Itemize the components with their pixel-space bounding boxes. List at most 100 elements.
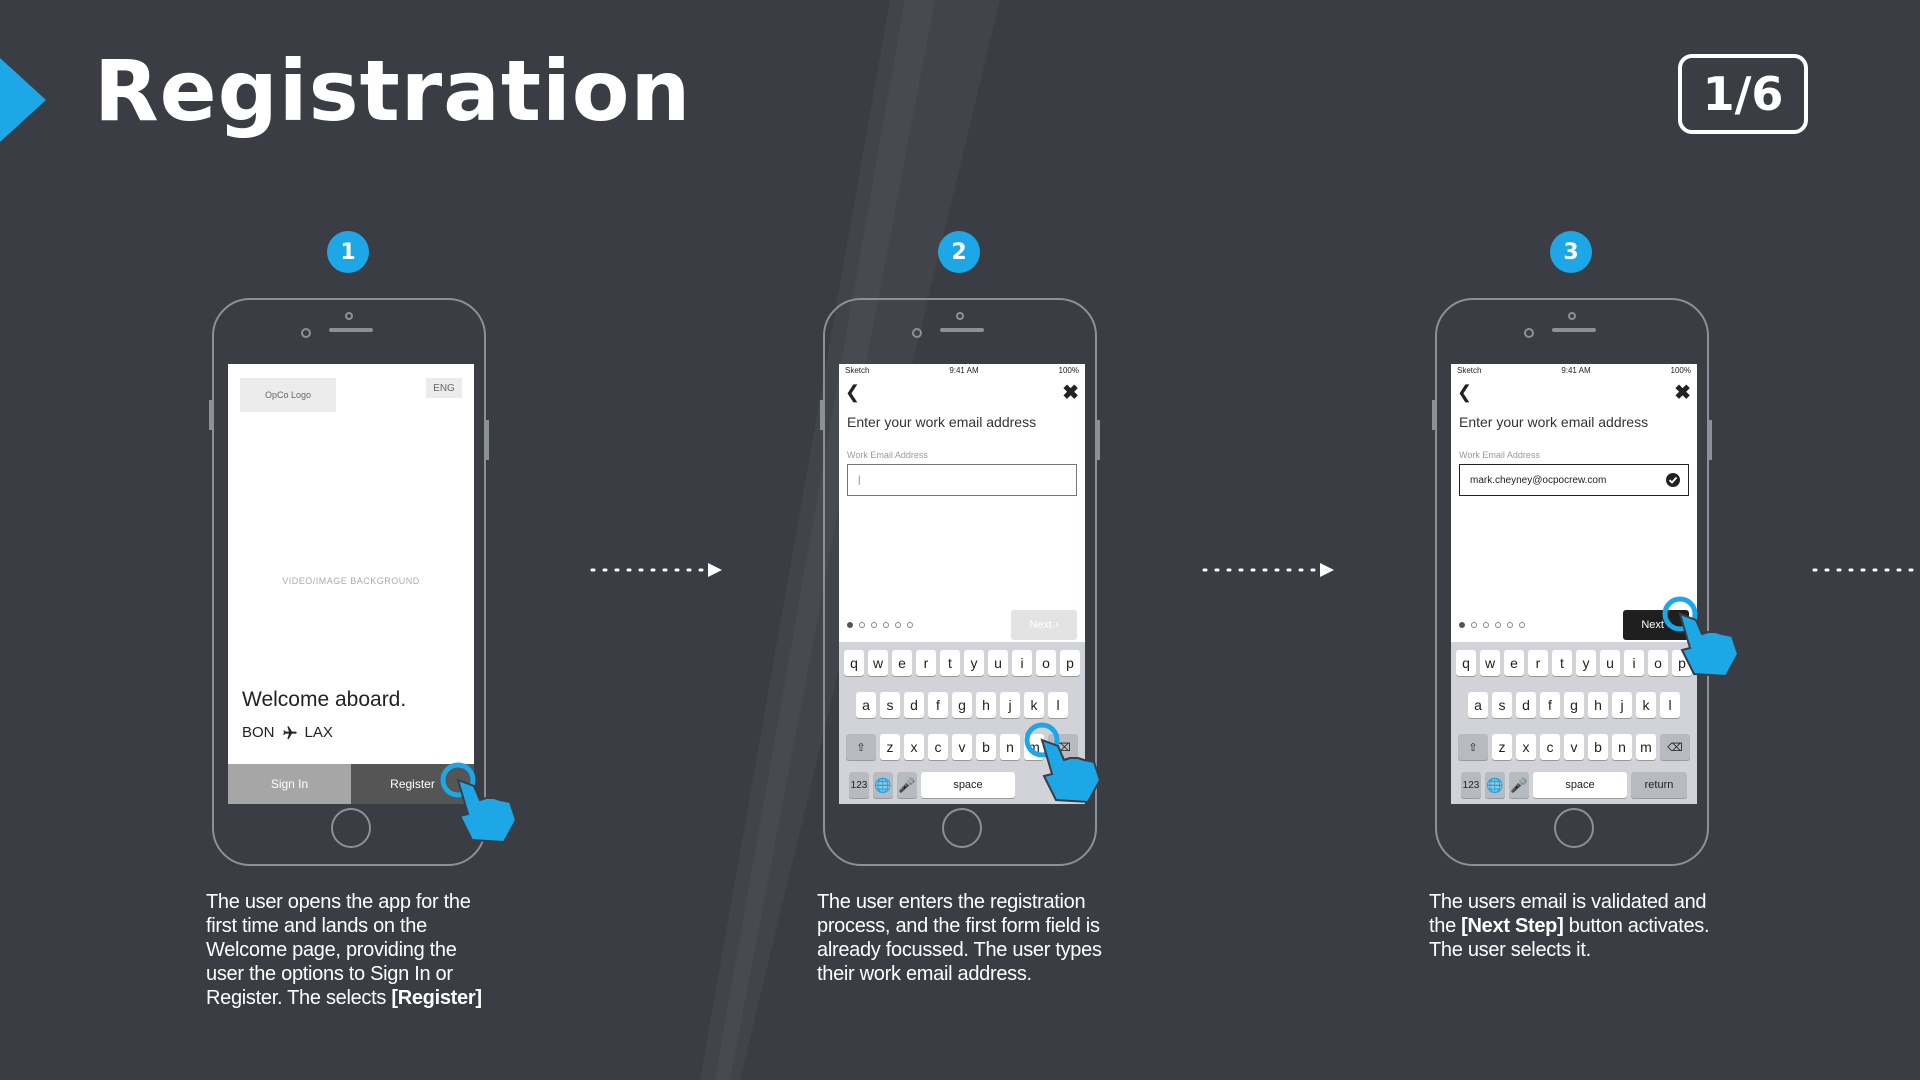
key-j[interactable]: j (1612, 692, 1632, 718)
back-chevron-icon[interactable]: ❮ (845, 382, 861, 402)
volume-button (820, 400, 824, 430)
key-w[interactable]: w (1480, 650, 1500, 676)
key-g[interactable]: g (952, 692, 972, 718)
next-step-label: Next (1641, 619, 1664, 631)
key-d[interactable]: d (1516, 692, 1536, 718)
key-c[interactable]: c (928, 734, 948, 760)
tap-hand-icon (1024, 722, 1102, 804)
backspace-key-icon[interactable]: ⌫ (1660, 734, 1690, 760)
sign-in-button[interactable]: Sign In (228, 764, 351, 804)
step-1-description: The user opens the app for the first tim… (206, 890, 496, 1010)
power-button (1708, 420, 1712, 460)
key-i[interactable]: i (1012, 650, 1032, 676)
key-s[interactable]: s (880, 692, 900, 718)
key-n[interactable]: n (1000, 734, 1020, 760)
key-v[interactable]: v (1564, 734, 1584, 760)
airplane-icon (282, 725, 297, 739)
key-y[interactable]: y (1576, 650, 1596, 676)
email-field[interactable]: mark.cheyney@ocpocrew.com (1459, 464, 1689, 496)
key-m[interactable]: m (1636, 734, 1656, 760)
key-l[interactable]: l (1660, 692, 1680, 718)
key-j[interactable]: j (1000, 692, 1020, 718)
next-step-button[interactable]: Next › (1011, 610, 1077, 640)
key-x[interactable]: x (1516, 734, 1536, 760)
key-i[interactable]: i (1624, 650, 1644, 676)
progress-dots (847, 622, 913, 628)
key-x[interactable]: x (904, 734, 924, 760)
register-button[interactable]: Register (351, 764, 474, 804)
key-h[interactable]: h (1588, 692, 1608, 718)
space-key[interactable]: space (921, 772, 1015, 798)
flow-arrow-continuation-icon (1812, 568, 1920, 572)
key-o[interactable]: o (1648, 650, 1668, 676)
key-t[interactable]: t (940, 650, 960, 676)
language-button[interactable]: ENG (426, 378, 462, 398)
key-g[interactable]: g (1564, 692, 1584, 718)
phone-mockup-welcome: OpCo Logo ENG VIDEO/IMAGE BACKGROUND Wel… (209, 298, 489, 866)
key-d[interactable]: d (904, 692, 924, 718)
description-text: The users email is validated and the (1429, 891, 1707, 937)
microphone-icon[interactable]: 🎤 (897, 772, 917, 798)
key-q[interactable]: q (844, 650, 864, 676)
numbers-key[interactable]: 123 (849, 772, 869, 798)
welcome-heading: Welcome aboard. (242, 688, 407, 711)
key-e[interactable]: e (892, 650, 912, 676)
welcome-screen: OpCo Logo ENG VIDEO/IMAGE BACKGROUND Wel… (228, 364, 474, 804)
key-k[interactable]: k (1024, 692, 1044, 718)
key-p[interactable]: p (1060, 650, 1080, 676)
background-placeholder-label: VIDEO/IMAGE BACKGROUND (282, 576, 420, 586)
numbers-key[interactable]: 123 (1461, 772, 1481, 798)
step-2-badge: 2 (938, 231, 980, 273)
key-k[interactable]: k (1636, 692, 1656, 718)
page-counter-badge: 1/6 (1678, 54, 1808, 134)
return-key[interactable]: return (1631, 772, 1687, 798)
microphone-icon[interactable]: 🎤 (1509, 772, 1529, 798)
shift-key-icon[interactable]: ⇧ (1458, 734, 1488, 760)
globe-icon[interactable]: 🌐 (873, 772, 893, 798)
key-s[interactable]: s (1492, 692, 1512, 718)
key-q[interactable]: q (1456, 650, 1476, 676)
key-l[interactable]: l (1048, 692, 1068, 718)
battery-label: 100% (1058, 366, 1079, 375)
key-b[interactable]: b (1588, 734, 1608, 760)
speaker-grille (940, 328, 984, 332)
home-button (331, 808, 371, 848)
key-w[interactable]: w (868, 650, 888, 676)
key-u[interactable]: u (1600, 650, 1620, 676)
flow-arrow-icon (590, 563, 722, 577)
key-o[interactable]: o (1036, 650, 1056, 676)
key-c[interactable]: c (1540, 734, 1560, 760)
key-v[interactable]: v (952, 734, 972, 760)
camera-icon (1524, 328, 1534, 338)
back-chevron-icon[interactable]: ❮ (1457, 382, 1473, 402)
globe-icon[interactable]: 🌐 (1485, 772, 1505, 798)
key-z[interactable]: z (880, 734, 900, 760)
key-r[interactable]: r (1528, 650, 1548, 676)
description-emphasis: [Next Step] (1461, 915, 1564, 937)
key-a[interactable]: a (1468, 692, 1488, 718)
key-a[interactable]: a (856, 692, 876, 718)
key-u[interactable]: u (988, 650, 1008, 676)
close-icon[interactable]: ✖ (1674, 382, 1691, 404)
key-b[interactable]: b (976, 734, 996, 760)
key-z[interactable]: z (1492, 734, 1512, 760)
key-n[interactable]: n (1612, 734, 1632, 760)
key-f[interactable]: f (928, 692, 948, 718)
key-t[interactable]: t (1552, 650, 1572, 676)
email-field[interactable]: | (847, 464, 1077, 496)
auth-tab-bar: Sign In Register (228, 764, 474, 804)
key-r[interactable]: r (916, 650, 936, 676)
key-y[interactable]: y (964, 650, 984, 676)
home-button (942, 808, 982, 848)
close-icon[interactable]: ✖ (1062, 382, 1079, 404)
key-f[interactable]: f (1540, 692, 1560, 718)
email-prompt: Enter your work email address (1459, 414, 1649, 430)
key-e[interactable]: e (1504, 650, 1524, 676)
space-key[interactable]: space (1533, 772, 1627, 798)
shift-key-icon[interactable]: ⇧ (846, 734, 876, 760)
step-3-badge: 3 (1550, 231, 1592, 273)
speaker-grille (329, 328, 373, 332)
key-h[interactable]: h (976, 692, 996, 718)
check-circle-icon (1666, 473, 1680, 487)
